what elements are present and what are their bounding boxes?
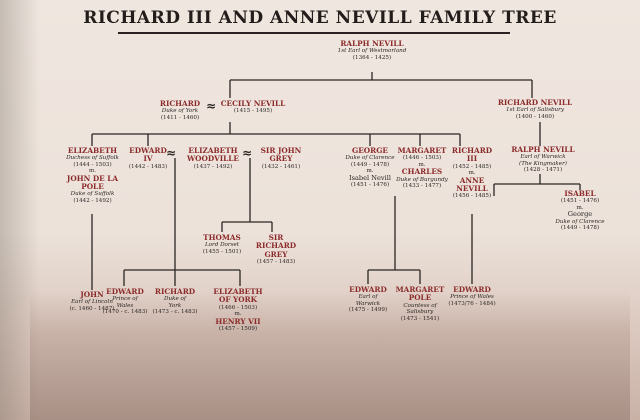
person-sir-john-grey: SIR JOHN GREY (1432 - 1461) [260,146,302,170]
person-george-clarence: GEORGE Duke of Clarence (1449 - 1478) m.… [345,146,395,189]
person-edward-of-middleham: EDWARD Prince of Wales (1473/76 - 1484) [448,285,496,307]
person-richard-shrewsbury: RICHARD Duke of York (1473 - c. 1483) [152,287,198,316]
marriage-symbol: ≈ [166,146,177,160]
person-elizabeth-woodville: ELIZABETH WOODVILLE (1437 - 1492) [186,146,239,170]
person-john-lincoln: JOHN Earl of Lincoln (c. 1460 - 1487) [69,290,115,312]
person-ralph-nevill-warwick: RALPH NEVILL Earl of Warwick (The Kingma… [511,145,575,174]
person-elizabeth-of-york: ELIZABETH OF YORK (1466 - 1503) m. HENRY… [213,287,263,333]
title-underline [118,32,510,34]
person-thomas: THOMAS Lord Dorset (1455 - 1501) [202,233,242,255]
person-edward-iv: EDWARD IV (1442 - 1483) [128,146,168,170]
person-ralph-nevill: RALPH NEVILL 1st Earl of Westmorland (13… [337,39,407,61]
person-richard-york: RICHARD Duke of York (1411 - 1460) [159,99,201,121]
person-edward-v: EDWARD Prince of Wales (1470 - c. 1483) [102,287,148,316]
person-edward-warwick: EDWARD Earl of Warwick (1475 - 1499) [348,285,388,314]
castle-background [30,290,630,420]
person-cecily-nevill: CECILY NEVILL (1415 - 1495) [220,99,286,115]
shadow [0,0,40,420]
page-title: RICHARD III AND ANNE NEVILL FAMILY TREE [83,8,557,28]
person-margaret-pole: MARGARET POLE Countess of Salisbury (147… [395,285,445,322]
person-richard-nevill-salisbury: RICHARD NEVILL 1st Earl of Salisbury (14… [497,98,573,120]
marriage-symbol: ≈ [206,99,217,113]
person-elizabeth-suffolk: ELIZABETH Duchess of Suffolk (1444 - 150… [66,146,119,204]
person-richard-iii: RICHARD III (1452 - 1485) m. ANNE NEVILL… [451,146,493,200]
person-margaret-burgundy: MARGARET (1446 - 1503) m. CHARLES Duke o… [396,146,448,190]
marriage-symbol: ≈ [242,146,253,160]
person-isabel: ISABEL (1451 - 1476) m. George Duke of C… [555,189,605,232]
person-sir-richard-grey: SIR RICHARD GREY (1457 - 1483) [255,233,297,266]
